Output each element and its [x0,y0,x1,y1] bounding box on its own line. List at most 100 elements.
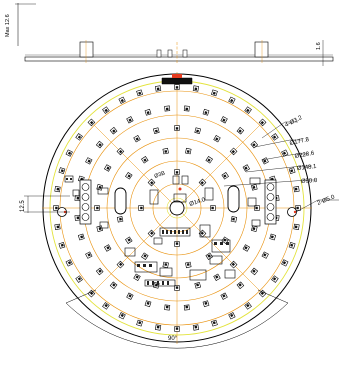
side-component-right [254,41,269,58]
led-third-11 [96,225,104,233]
led-outer-8 [210,319,218,327]
led-third-2 [242,244,250,252]
led-second-15 [74,214,81,221]
led-second-6 [202,300,210,308]
led-fourth-6 [125,236,133,244]
led-second-2 [261,251,269,259]
max-height-label: Max 12.6 [5,14,11,37]
led-outer-27 [118,96,126,104]
led-third-8 [133,273,141,281]
led-outer-1 [293,223,300,230]
led-outer-14 [102,302,110,310]
mount-hole-right [287,207,297,217]
led-outer-38 [288,167,296,175]
led-third-9 [116,260,125,269]
led-third-16 [133,135,141,143]
led-third-3 [229,260,238,269]
led-second-10 [126,292,134,300]
led-fourth-11 [162,147,169,155]
led-outer-0 [295,205,301,211]
led-outer-7 [228,312,236,320]
led-second-27 [236,126,245,135]
led-fourth-4 [162,261,169,269]
led-second-25 [202,108,210,116]
led-outer-6 [244,302,252,310]
led-outer-34 [244,106,252,114]
offset-label: 12.5 [20,200,26,212]
led-outer-23 [65,149,73,157]
led-second-26 [220,116,228,124]
center-hole-label: Ø14.0 [189,197,207,208]
led-third-10 [104,244,112,252]
led-second-9 [144,300,152,308]
led-outer-19 [54,223,61,230]
led-outer-21 [54,186,61,193]
slot-right [227,185,240,213]
label-2-5p0: 2-Ø5.0 [317,194,337,207]
led-third-5 [194,281,202,289]
led-outer-35 [258,118,267,127]
label-148p1: Ø148.1 [297,164,318,172]
led-fourth-3 [185,261,192,269]
led-third-4 [213,273,221,281]
led-outer-16 [75,275,83,283]
angle-dimension [65,289,289,349]
led-second-11 [109,281,118,290]
led-outer-29 [155,85,162,92]
led-second-28 [250,140,259,149]
angle-label: 90° [168,336,178,342]
led-inner-3 [147,229,156,238]
led-third-20 [213,135,221,143]
led-outer-10 [174,326,180,332]
led-fourth-9 [125,172,133,180]
side-board [24,56,334,62]
led-second-23 [164,105,171,112]
top-view [24,72,339,349]
led-second-12 [95,267,104,276]
led-second-4 [236,281,245,290]
led-inner-4 [138,205,144,211]
led-third-13 [96,183,104,191]
led-outer-36 [271,133,279,141]
led-inner-6 [174,169,180,175]
led-third-19 [194,127,202,135]
led-outer-24 [75,133,83,141]
label-177p8: Ø177.8 [289,137,310,147]
side-view: Max 12.6 1.6 [5,3,334,66]
led-second-19 [95,140,104,149]
label-90p0: Ø90.0 [301,178,318,185]
led-third-23 [250,183,258,191]
led-outer-4 [271,275,279,283]
led-fourth-0 [230,216,238,223]
led-fourth-12 [185,147,192,155]
led-second-1 [269,233,277,241]
offset-dimension [24,195,70,213]
led-second-3 [250,267,259,276]
led-outer-33 [228,96,236,104]
led-outer-13 [118,312,126,320]
led-outer-39 [293,186,300,193]
led-outer-22 [58,167,66,175]
led-fourth-7 [116,216,124,223]
led-outer-12 [136,319,144,327]
led-outer-26 [102,106,110,114]
led-outer-20 [53,205,59,211]
led-outer-11 [155,324,162,331]
driver-circuitry [64,175,261,287]
led-third-17 [152,127,160,135]
led-second-22 [144,108,152,116]
led-inner-2 [174,241,180,247]
led-second-20 [109,126,118,135]
led-third-22 [242,164,250,172]
side-component-left [79,41,94,58]
led-outer-28 [136,89,144,97]
led-array [53,84,301,332]
slot-left [114,187,127,215]
led-third-14 [104,164,112,172]
top-connector [161,77,193,85]
led-inner-1 [198,229,207,238]
center-hole [169,200,185,216]
led-inner-5 [147,178,156,187]
led-third-18 [174,125,180,131]
